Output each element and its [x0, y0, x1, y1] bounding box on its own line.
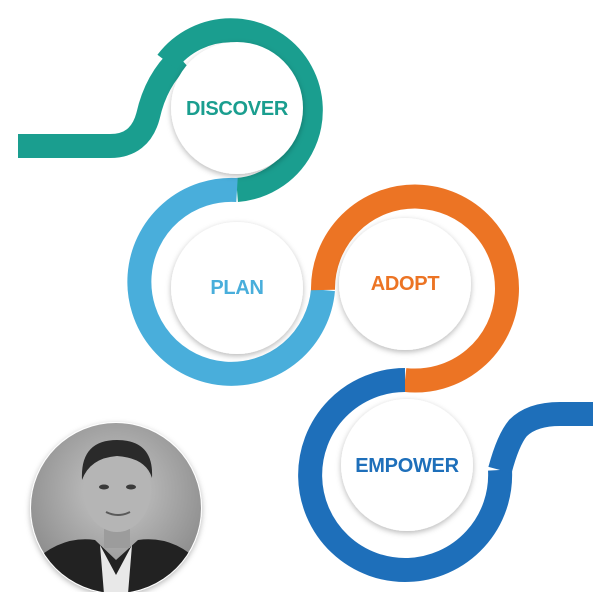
empower-label: EMPOWER [355, 455, 459, 477]
plan-ribbon [127, 177, 335, 386]
plan-label: PLAN [210, 277, 263, 299]
empower-disc [341, 399, 473, 531]
discover-disc [171, 42, 303, 174]
adopt-ribbon [310, 184, 519, 393]
adopt-disc [339, 218, 471, 350]
discover-ribbon [18, 18, 323, 202]
adopt-label: ADOPT [371, 273, 440, 295]
empower-ribbon [298, 368, 593, 582]
plan-disc [171, 222, 303, 354]
person-portrait-icon [30, 422, 202, 592]
discover-label: DISCOVER [186, 98, 289, 120]
